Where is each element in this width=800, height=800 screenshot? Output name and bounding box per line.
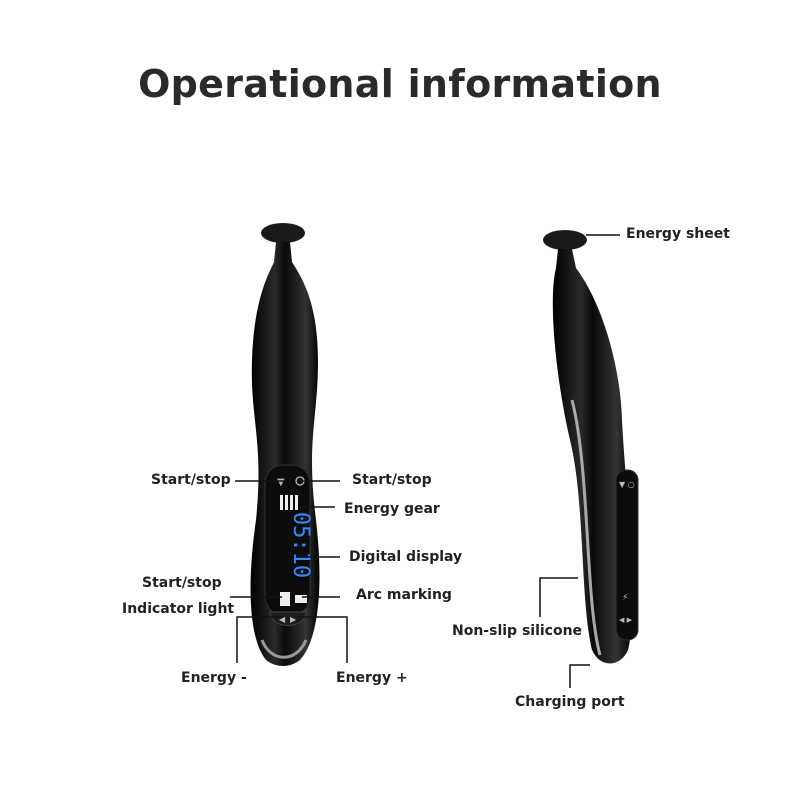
start-stop-icon: ▼ <box>277 477 285 488</box>
label-start-stop-right: Start/stop <box>352 472 432 488</box>
energy-minus-button[interactable]: ◀ <box>279 615 286 624</box>
label-energy-plus: Energy + <box>336 670 408 686</box>
leader-lines <box>230 234 620 688</box>
label-non-slip-silicone: Non-slip silicone <box>452 623 583 639</box>
svg-text:⚡: ⚡ <box>622 593 628 603</box>
device-front: ▼ 05:10 ◀ ▶ <box>250 223 320 666</box>
energy-plus-button[interactable]: ▶ <box>290 615 297 624</box>
label-energy-sheet: Energy sheet <box>626 226 730 242</box>
energy-gear-bars <box>280 495 298 510</box>
energy-sheet-head <box>261 223 305 243</box>
label-indicator-line1: Start/stop <box>142 575 222 591</box>
page-title: Operational information <box>138 62 662 106</box>
label-arc-marking: Arc marking <box>356 587 452 603</box>
device-side: ▼ ○ ⚡ ◀ ▶ <box>543 230 639 664</box>
label-charging-port: Charging port <box>515 694 625 710</box>
label-energy-gear: Energy gear <box>344 501 440 517</box>
label-start-stop-left: Start/stop <box>151 472 231 488</box>
arc-marking <box>295 595 307 603</box>
label-indicator-line2: Indicator light <box>122 601 235 617</box>
svg-text:▼ ○: ▼ ○ <box>619 480 635 489</box>
digital-display: 05:10 <box>288 512 313 578</box>
label-energy-minus: Energy - <box>181 670 247 686</box>
svg-text:◀ ▶: ◀ ▶ <box>619 616 633 624</box>
label-digital-display: Digital display <box>349 549 463 565</box>
indicator-light <box>280 592 290 606</box>
